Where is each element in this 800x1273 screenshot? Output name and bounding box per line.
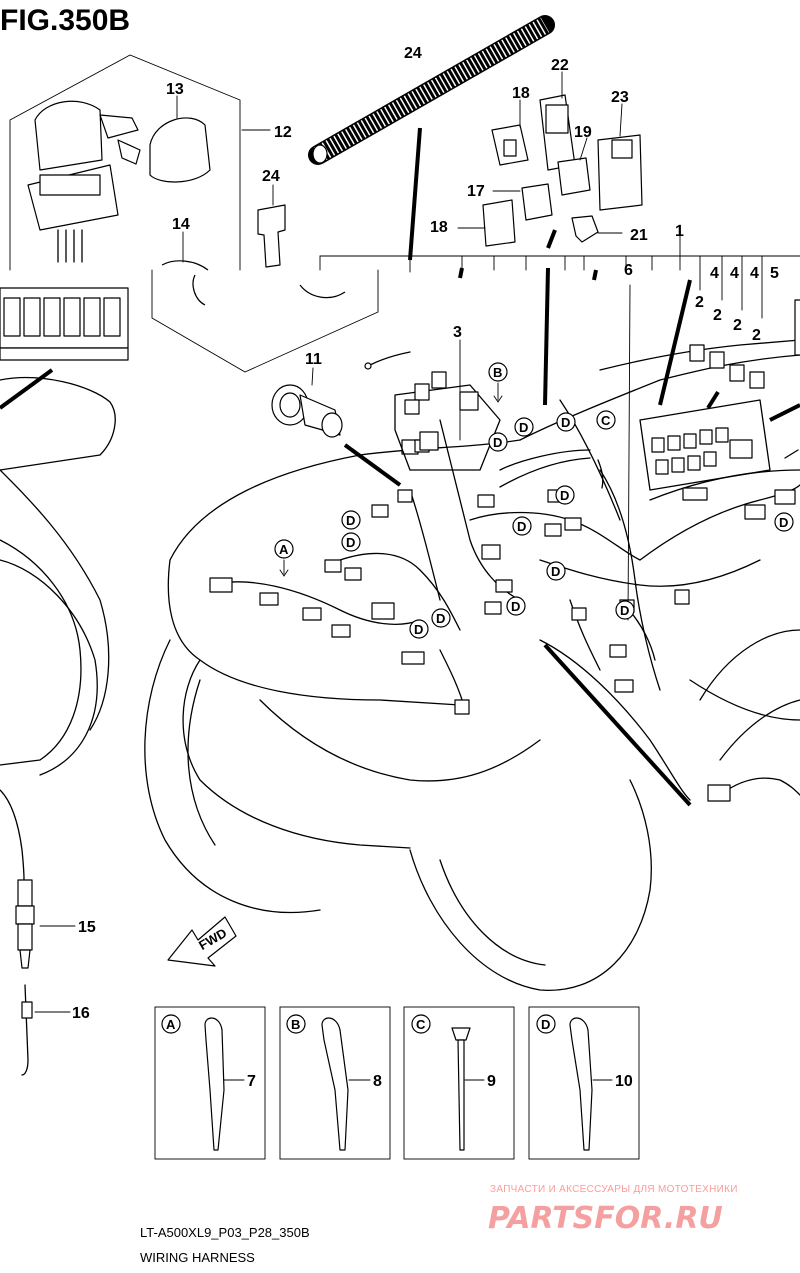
svg-text:C: C	[601, 413, 611, 428]
callout-5: 5	[770, 265, 779, 282]
part-16-clip	[21, 984, 33, 1076]
clip-panel-c: C 9	[403, 1006, 515, 1160]
callout-21-right: 23	[611, 89, 629, 106]
part-14-bracket	[151, 260, 379, 373]
callout-17: 17	[467, 183, 485, 200]
callout-14: 14	[172, 216, 190, 233]
clip-panel-d: D 10	[528, 1006, 640, 1160]
marker-d-5: D	[556, 412, 576, 432]
callout-6: 6	[624, 262, 633, 279]
svg-text:D: D	[436, 611, 445, 626]
callout-2-c: 2	[733, 317, 742, 334]
marker-b: B	[488, 362, 508, 403]
svg-text:D: D	[561, 415, 570, 430]
marker-d-3: D	[488, 432, 508, 452]
callout-4-b: 4	[730, 265, 739, 282]
ignition-switch-parts	[9, 54, 286, 271]
corrugated-tube-installed	[499, 457, 591, 488]
callout-22: 21	[630, 227, 648, 244]
svg-text:D: D	[519, 420, 528, 435]
svg-text:D: D	[346, 535, 355, 550]
fwd-arrow: FWD	[167, 916, 237, 967]
reference-markers: A B C D D D D D D D D D D D D D	[274, 362, 794, 639]
part-2-small-relays	[689, 344, 765, 389]
svg-text:D: D	[511, 599, 520, 614]
callout-4-a: 4	[710, 265, 719, 282]
svg-text:D: D	[517, 519, 526, 534]
marker-d-2: D	[341, 532, 361, 552]
svg-text:A: A	[279, 542, 289, 557]
svg-text:D: D	[551, 564, 560, 579]
clip-panel-a-letter: A	[166, 1017, 176, 1032]
clip-panel-b: B 8	[279, 1006, 391, 1160]
clip-panel-b-letter: B	[291, 1017, 300, 1032]
callout-3: 3	[453, 324, 462, 341]
clip-panel-d-letter: D	[541, 1017, 550, 1032]
callout-2-d: 2	[752, 327, 761, 344]
watermark-tagline: ЗАПЧАСТИ И АКСЕССУАРЫ ДЛЯ МОТОТЕХНИКИ	[490, 1184, 738, 1195]
part-3-ecu-harness	[364, 351, 501, 471]
connector-housing-block	[0, 287, 129, 361]
marker-d-7: D	[512, 516, 532, 536]
svg-text:D: D	[346, 513, 355, 528]
callout-16: 16	[72, 1005, 90, 1022]
clip-panel-a-part-no: 7	[247, 1073, 256, 1090]
clip-panel-c-part-no: 9	[487, 1073, 496, 1090]
callout-13: 13	[166, 81, 184, 98]
figure-title: FIG.350B	[0, 4, 130, 37]
callout-1: 1	[675, 223, 684, 240]
clip-panel-d-part-no: 10	[615, 1073, 633, 1090]
callout-18: 18	[430, 219, 448, 236]
callout-11: 11	[305, 351, 322, 368]
callout-2-a: 2	[695, 294, 704, 311]
marker-d-9: D	[431, 608, 451, 628]
marker-a: A	[274, 539, 294, 577]
relay-fuse-cluster	[639, 399, 771, 491]
svg-text:D: D	[779, 515, 788, 530]
callout-21-left: 22	[551, 57, 569, 74]
clip-panel-c-letter: C	[416, 1017, 426, 1032]
corrugated-tube-bend	[597, 459, 604, 489]
watermark: ЗАПЧАСТИ И АКСЕССУАРЫ ДЛЯ МОТОТЕХНИКИ PA…	[488, 1184, 738, 1236]
part-24-corrugated-tube	[308, 15, 555, 165]
clip-panel-a: A 7	[154, 1006, 266, 1160]
harness-connectors	[209, 439, 766, 802]
svg-text:D: D	[620, 603, 629, 618]
marker-d-13: D	[774, 512, 794, 532]
callout-19: 18	[512, 85, 530, 102]
footer-model-code: LT-A500XL9_P03_P28_350B	[140, 1225, 310, 1240]
rear-sensor-connector	[774, 449, 799, 505]
svg-text:D: D	[493, 435, 502, 450]
callout-20: 19	[574, 124, 592, 141]
marker-d-6: D	[555, 485, 575, 505]
part-11-socket	[271, 384, 343, 438]
wiring-harness-main	[209, 419, 800, 796]
marker-d-8: D	[546, 561, 566, 581]
edge-connector-right	[794, 299, 800, 356]
marker-d-4: D	[514, 417, 534, 437]
callout-4-c: 4	[750, 265, 759, 282]
leader-lines	[0, 71, 800, 1013]
watermark-brand: PARTSFOR.RU	[488, 1201, 723, 1236]
svg-text:D: D	[560, 488, 569, 503]
relay-parts-group	[482, 94, 643, 247]
footer-section-name: WIRING HARNESS	[140, 1250, 255, 1265]
svg-text:B: B	[493, 365, 502, 380]
marker-d-12: D	[615, 600, 635, 620]
part-1-bracket	[319, 224, 800, 319]
callout-2-b: 2	[713, 307, 722, 324]
svg-text:D: D	[414, 622, 423, 637]
callout-numbers: 24 22 18 23 19 13 12 24 14 17 18 21 1 6 …	[72, 45, 779, 1022]
marker-c: C	[596, 410, 616, 430]
callout-23: 24	[262, 168, 280, 185]
marker-d-1: D	[341, 510, 361, 530]
clip-panel-b-part-no: 8	[373, 1073, 382, 1090]
part-15-o2-sensor	[0, 789, 35, 969]
marker-d-10: D	[409, 619, 429, 639]
marker-d-11: D	[506, 596, 526, 616]
callout-24: 24	[404, 45, 422, 62]
callout-15: 15	[78, 919, 96, 936]
callout-12: 12	[274, 124, 292, 141]
